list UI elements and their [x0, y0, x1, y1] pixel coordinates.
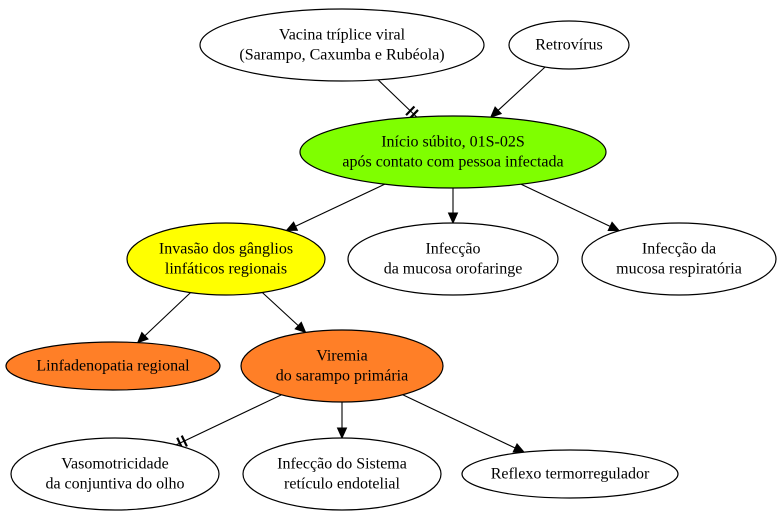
node-oropharynx-infection: Infecção da mucosa orofaringe	[347, 222, 559, 296]
node-label-line: linfáticos regionais	[165, 261, 287, 278]
node-label-line: mucosa respiratória	[616, 261, 742, 278]
edge-line	[402, 394, 516, 449]
node-reticuloendothelial: Infecção do Sistema retículo endotelial	[242, 437, 442, 511]
edge-line	[295, 183, 385, 227]
edge-lymph-invasion-to-lymphadenopathy	[136, 292, 191, 344]
edge-line	[520, 183, 611, 227]
node-label-line: Início súbito, 01S-02S	[381, 134, 525, 151]
arrowhead	[447, 212, 459, 225]
edge-sudden-onset-to-lymph-invasion	[285, 183, 385, 232]
edge-primary-viremia-to-vasomotricity	[175, 394, 282, 450]
node-vasomotricity: Vasomotricidade da conjuntiva do olho	[10, 437, 220, 511]
node-label-line: Viremia	[316, 348, 367, 365]
node-label-line: Linfadenopatia regional	[36, 358, 190, 375]
nodes: Vacina tríplice viral (Sarampo, Caxumba e…	[5, 8, 777, 511]
node-ellipse	[5, 341, 221, 391]
node-respiratory-infection: Infecção da mucosa respiratória	[581, 222, 777, 296]
inhibit-bar	[405, 105, 416, 116]
node-label-line: Infecção	[425, 241, 480, 258]
edge-sudden-onset-to-respiratory-infection	[520, 183, 621, 232]
edge-retrovirus-to-sudden-onset	[489, 66, 546, 118]
edge-primary-viremia-to-reticuloendothelial	[336, 402, 348, 440]
node-label-line: Vasomotricidade	[61, 456, 169, 473]
node-ellipse	[126, 222, 326, 296]
node-ellipse	[461, 449, 679, 499]
node-retrovirus: Retrovírus	[508, 20, 630, 70]
inhibit-bar	[180, 435, 188, 447]
node-label-line: (Sarampo, Caxumba e Rubéola)	[239, 47, 444, 64]
node-ellipse	[299, 115, 607, 189]
node-ellipse	[199, 8, 485, 82]
node-label-line: Infecção do Sistema	[277, 456, 407, 473]
node-ellipse	[508, 20, 630, 70]
arrowhead	[336, 427, 348, 440]
node-ellipse	[10, 437, 220, 511]
node-label-line: retículo endotelial	[284, 476, 401, 493]
node-label-line: do sarampo primária	[276, 368, 408, 385]
node-label-line: Retrovírus	[535, 37, 603, 54]
edge-line	[261, 292, 299, 327]
edge-primary-viremia-to-thermoregulatory	[402, 394, 526, 453]
node-sudden-onset: Início súbito, 01S-02S após contato com p…	[299, 115, 607, 189]
edge-lymph-invasion-to-primary-viremia	[261, 292, 307, 334]
node-label-line: da conjuntiva do olho	[45, 476, 184, 493]
arrowhead	[294, 321, 307, 334]
edge-line	[497, 66, 546, 111]
node-label-line: Invasão dos gânglios	[159, 241, 293, 258]
node-label-line: da mucosa orofaringe	[384, 261, 523, 278]
node-label-line: Infecção da	[642, 241, 716, 258]
edges	[136, 66, 621, 453]
node-thermoregulatory: Reflexo termorregulador	[461, 449, 679, 499]
node-ellipse	[581, 222, 777, 296]
edge-line	[175, 394, 282, 446]
arrowhead	[136, 331, 149, 344]
node-ellipse	[347, 222, 559, 296]
node-label-line: após contato com pessoa infectada	[342, 154, 563, 171]
node-label-line: Vacina tríplice viral	[279, 27, 406, 44]
edge-line	[144, 292, 191, 337]
node-lymphadenopathy: Linfadenopatia regional	[5, 341, 221, 391]
node-ellipse	[240, 329, 444, 403]
arrowhead	[607, 221, 621, 232]
node-primary-viremia: Viremia do sarampo primária	[240, 329, 444, 403]
arrowhead	[285, 221, 299, 232]
edge-mmr-vaccine-to-sudden-onset	[377, 79, 419, 120]
arrowhead	[489, 106, 503, 118]
node-label-line: Reflexo termorregulador	[491, 466, 650, 483]
node-ellipse	[242, 437, 442, 511]
arrowhead	[512, 443, 526, 453]
node-lymph-invasion: Invasão dos gânglios linfáticos regionais	[126, 222, 326, 296]
edge-sudden-onset-to-oropharynx-infection	[447, 188, 459, 225]
node-mmr-vaccine: Vacina tríplice viral (Sarampo, Caxumba e…	[199, 8, 485, 82]
